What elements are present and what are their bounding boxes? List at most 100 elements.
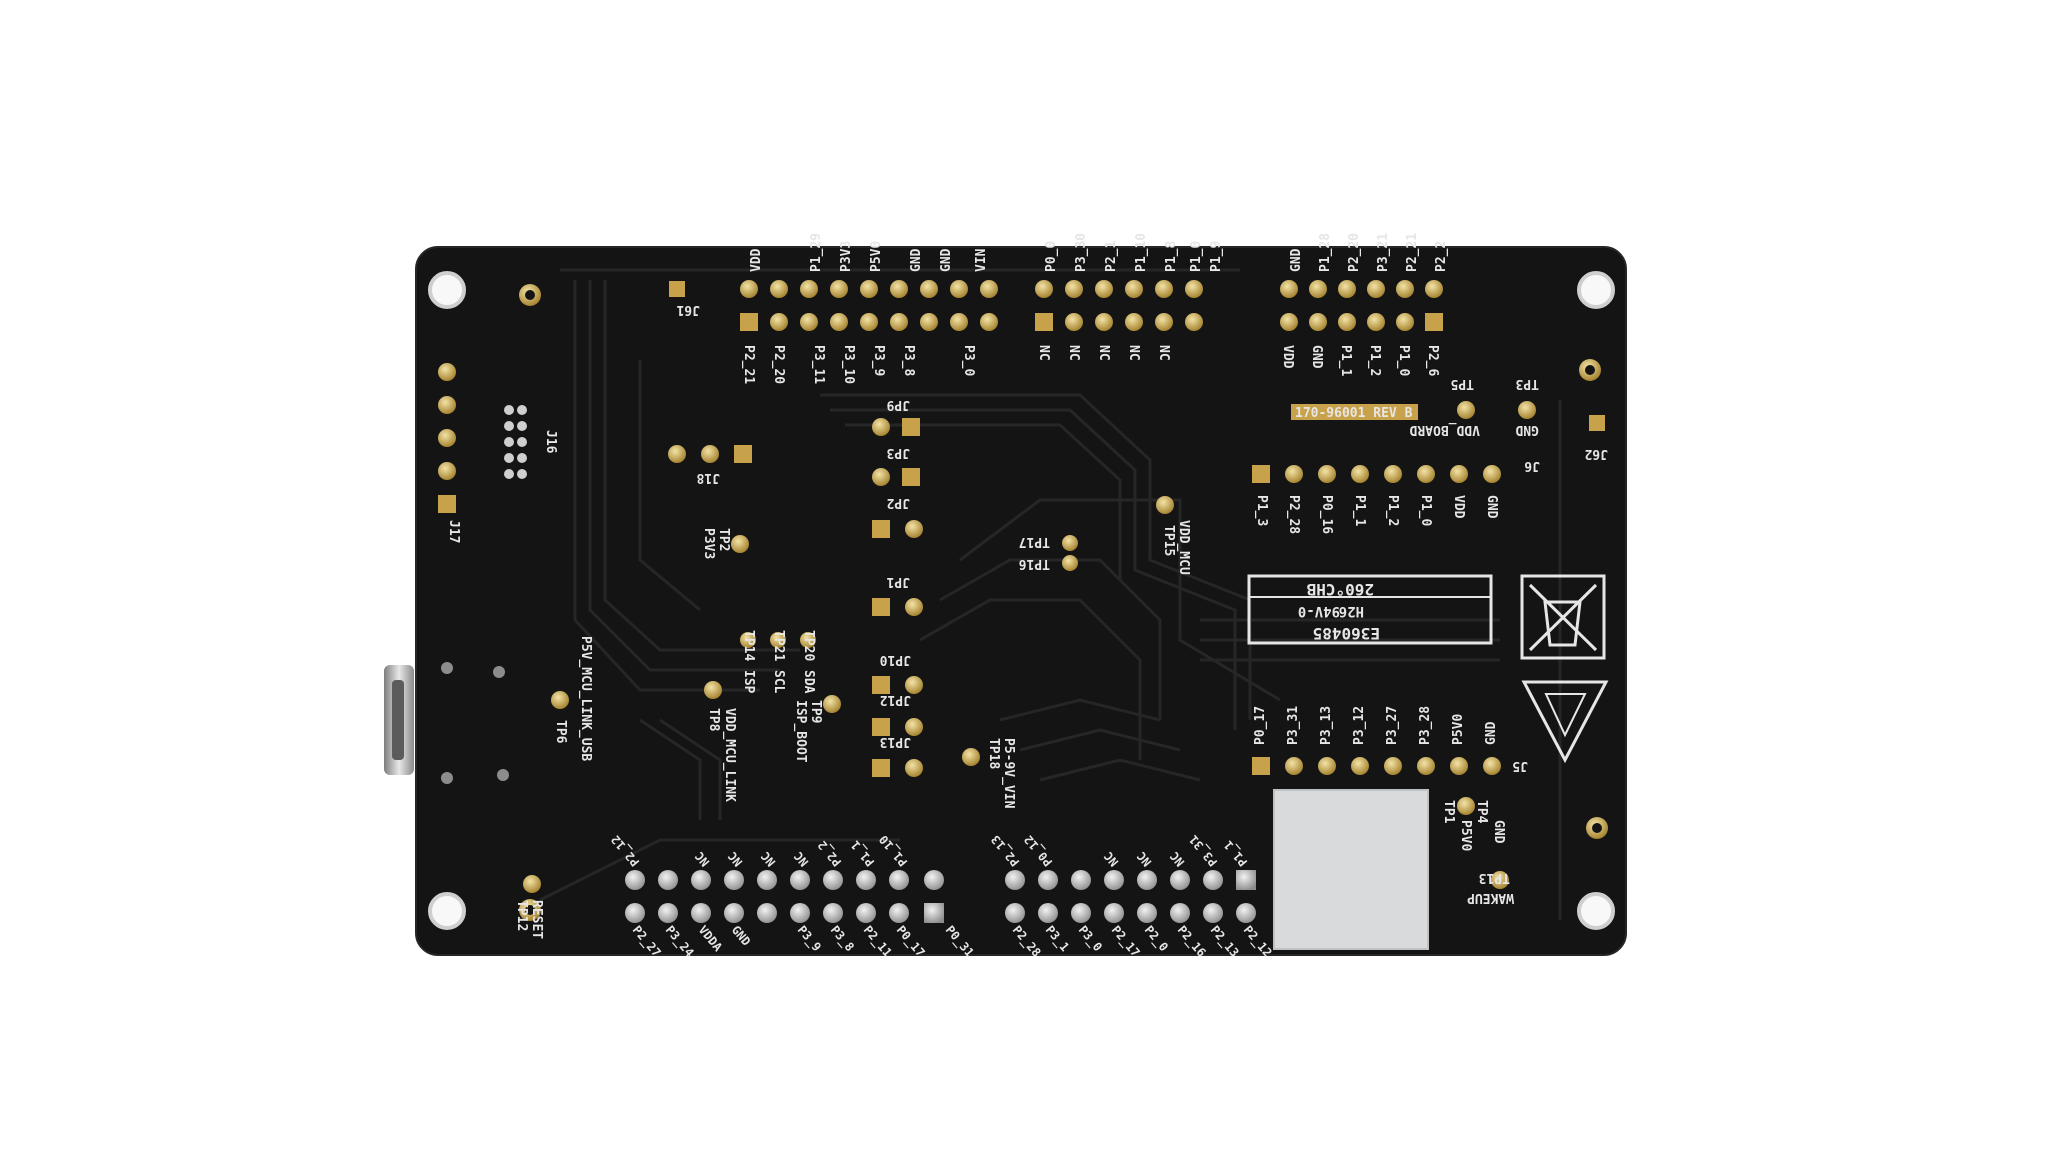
- testpoint-label: SDA: [801, 670, 816, 694]
- ul-code: E360485: [1313, 624, 1380, 643]
- pin-label: P1_28: [1318, 233, 1333, 272]
- pin-label: P2_20: [771, 345, 786, 384]
- mounting-holes: [428, 271, 1615, 930]
- pin-label: P3_21: [1376, 233, 1391, 272]
- esd-warning-icon: [1521, 680, 1609, 764]
- pin-label: GND: [1484, 495, 1499, 519]
- pin-label: P3_13: [1319, 706, 1334, 745]
- pin-label: P1_9: [1209, 241, 1224, 272]
- connector-label: J5: [1512, 758, 1528, 773]
- jumper-label: JP12: [880, 692, 911, 707]
- j62-pin: [1589, 415, 1605, 431]
- pin-label: P1_3: [1254, 495, 1269, 526]
- testpoint-label: TP8: [706, 708, 721, 732]
- pin-label: P1_1: [1338, 345, 1353, 376]
- testpoint-label: TP9: [808, 700, 823, 723]
- j16-pins: [504, 405, 527, 479]
- testpoint-label: RESET: [529, 900, 544, 939]
- pin-label: P5V0: [1451, 714, 1466, 745]
- pin-label: VDD: [1280, 345, 1295, 369]
- pin-label: P3_10: [841, 345, 856, 384]
- testpoint-label: TP3: [1516, 376, 1539, 391]
- pin-label: P3_12: [1352, 706, 1367, 745]
- testpoint-label: VDD_MCU: [1176, 520, 1191, 575]
- ul-week: H26: [1339, 603, 1364, 619]
- pin-label: P5V0: [869, 241, 884, 272]
- header-top-left-pins: [740, 280, 998, 331]
- j17-pins: [438, 363, 456, 513]
- pin-label: P3_31: [1286, 706, 1301, 745]
- connector-label: J6: [1524, 458, 1540, 473]
- testpoint-label: TP4: [1474, 800, 1489, 824]
- bottom-header-right-pins: [1005, 870, 1256, 923]
- pin-label: VDD: [749, 248, 764, 272]
- pin-label: GND: [1289, 248, 1304, 272]
- pin-label: P1_0: [1396, 345, 1411, 376]
- pin-label: P1_0: [1189, 241, 1204, 272]
- pin-label: P3V3: [839, 241, 854, 272]
- testpoint-label: TP16: [1019, 556, 1050, 571]
- pin-label: P2_20: [1347, 233, 1362, 272]
- ul-temp: 260°CHB: [1306, 580, 1374, 599]
- connector-label: J61: [676, 302, 700, 317]
- test-points: [523, 401, 1536, 893]
- pin-label: P0_16: [1319, 495, 1334, 534]
- testpoint-label: TP21: [771, 630, 786, 661]
- pin-label: P3_11: [811, 345, 826, 384]
- connector-label: J17: [446, 520, 461, 543]
- testpoint-label: P5V_MCU_LINK_USB: [578, 636, 593, 761]
- j5-pins: [1252, 757, 1501, 775]
- pin-label: P2_1: [1104, 241, 1119, 272]
- pin-label: P2_6: [1425, 345, 1440, 376]
- rev-label-box: [1291, 404, 1418, 420]
- connector-label: J16: [543, 430, 558, 454]
- j6-pins: [1252, 465, 1501, 483]
- testpoint-label: ISP_BOOT: [793, 700, 808, 763]
- usb-pads: [441, 662, 509, 784]
- pin-label: NC: [1036, 345, 1051, 361]
- testpoint-label: TP5: [1451, 376, 1474, 391]
- jumper-label: JP2: [887, 495, 910, 510]
- usb-connector[interactable]: [384, 665, 414, 775]
- pin-label: GND: [909, 248, 924, 272]
- pin-label: P1_0: [1418, 495, 1433, 526]
- pin-label: P3_28: [1418, 706, 1433, 745]
- pin-label: P3_27: [1385, 706, 1400, 745]
- header-top-right-pins: [1280, 280, 1443, 331]
- pin-label: VIN: [974, 248, 989, 272]
- testpoint-label: P5V0: [1458, 820, 1473, 851]
- testpoint-label: GND: [1515, 422, 1539, 437]
- testpoint-label: GND: [1491, 820, 1506, 844]
- pin-label: P2_2: [1434, 241, 1449, 272]
- pin-label: NC: [1156, 345, 1171, 361]
- pin-label: P1_1: [1352, 495, 1367, 526]
- testpoint-label: P5-9V_VIN: [1001, 738, 1016, 809]
- testpoint-label: WAKEUP: [1467, 890, 1514, 905]
- header-top-mid-pins: [1035, 280, 1203, 331]
- pin-label: NC: [1066, 345, 1081, 361]
- testpoint-label: P3V3: [701, 528, 716, 559]
- testpoint-label: TP13: [1479, 870, 1510, 885]
- pin-label: P1_2: [1367, 345, 1382, 376]
- pin-label: GND: [1309, 345, 1324, 369]
- pin-label: P2_21: [741, 345, 756, 384]
- jumper-label: JP1: [886, 574, 910, 589]
- j61-pin: [669, 281, 685, 297]
- pin-label: P1_29: [809, 233, 824, 272]
- rf-shield: [1273, 789, 1429, 950]
- pin-label: P3_0: [961, 345, 976, 376]
- jumper-label: JP13: [880, 734, 911, 749]
- connector-label: J18: [696, 470, 720, 485]
- compliance-label-box: [1247, 574, 1493, 645]
- pin-label: P0_17: [1253, 706, 1268, 745]
- testpoint-label: SCL: [771, 670, 786, 694]
- testpoint-label: VDD_BOARD: [1409, 422, 1480, 437]
- connector-label: J62: [1585, 446, 1608, 461]
- pin-label: P3_8: [901, 345, 916, 376]
- testpoint-label: TP12: [514, 900, 529, 931]
- pin-label: P2_28: [1286, 495, 1301, 534]
- testpoint-label: TP2: [716, 528, 731, 551]
- gold-vias: [519, 284, 1608, 921]
- jumper-label: JP9: [887, 397, 910, 412]
- testpoint-label: TP20: [801, 630, 816, 661]
